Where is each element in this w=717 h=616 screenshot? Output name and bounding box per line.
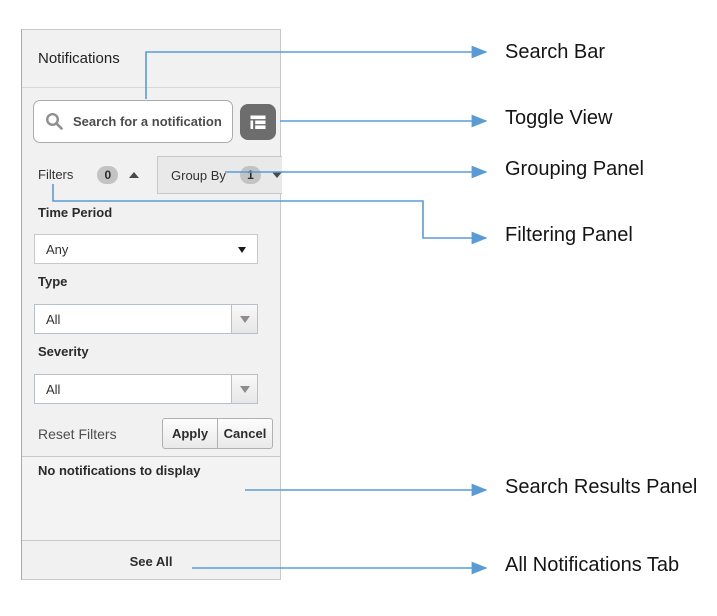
caret-down-icon — [271, 172, 282, 178]
list-view-icon — [250, 115, 266, 129]
callout-search-results-panel: Search Results Panel — [505, 476, 698, 498]
type-combobox[interactable]: All — [34, 304, 258, 334]
empty-results-message: No notifications to display — [38, 463, 201, 478]
callout-filtering-panel: Filtering Panel — [505, 224, 633, 246]
group-by-count-badge: 1 — [239, 166, 261, 184]
panel-tabs: Filters 0 Group By 1 — [22, 156, 282, 194]
type-dropdown-button[interactable] — [231, 305, 257, 333]
reset-filters-link[interactable]: Reset Filters — [38, 426, 117, 442]
filters-tab-label: Filters — [38, 167, 74, 182]
type-value: All — [46, 311, 61, 327]
type-label: Type — [38, 274, 68, 289]
severity-combobox[interactable]: All — [34, 374, 258, 404]
search-results-panel: No notifications to display — [22, 457, 280, 540]
filters-count-badge: 0 — [97, 165, 119, 184]
severity-dropdown-button[interactable] — [231, 375, 257, 403]
caret-down-icon — [239, 315, 250, 323]
notifications-panel: Notifications Search for a notification … — [21, 29, 282, 581]
cancel-button[interactable]: Cancel — [217, 418, 273, 449]
tab-filters[interactable]: Filters 0 — [22, 156, 157, 193]
search-icon — [45, 112, 63, 130]
divider — [22, 456, 280, 457]
toggle-view-button[interactable] — [240, 104, 276, 140]
page-title: Notifications — [38, 50, 120, 67]
time-period-value: Any — [46, 241, 69, 257]
tab-group-by[interactable]: Group By 1 — [157, 156, 282, 194]
group-by-tab-label: Group By — [171, 167, 226, 183]
caret-down-icon — [239, 385, 250, 393]
see-all-label: See All — [129, 553, 173, 569]
severity-label: Severity — [38, 344, 89, 359]
select-caret-icon — [238, 247, 246, 253]
search-input[interactable]: Search for a notification — [33, 100, 233, 143]
caret-up-icon — [129, 171, 140, 178]
see-all-tab[interactable]: See All — [22, 540, 280, 581]
callout-toggle-view: Toggle View — [505, 107, 613, 129]
severity-value: All — [46, 381, 61, 397]
callout-search-bar: Search Bar — [505, 41, 606, 63]
time-period-label: Time Period — [38, 205, 113, 220]
callout-all-notifications-tab: All Notifications Tab — [505, 554, 680, 576]
panel-header: Notifications — [22, 30, 280, 88]
callout-grouping-panel: Grouping Panel — [505, 158, 644, 180]
time-period-select[interactable]: Any — [34, 234, 258, 264]
search-placeholder: Search for a notification — [73, 114, 222, 129]
apply-button[interactable]: Apply — [162, 418, 218, 449]
